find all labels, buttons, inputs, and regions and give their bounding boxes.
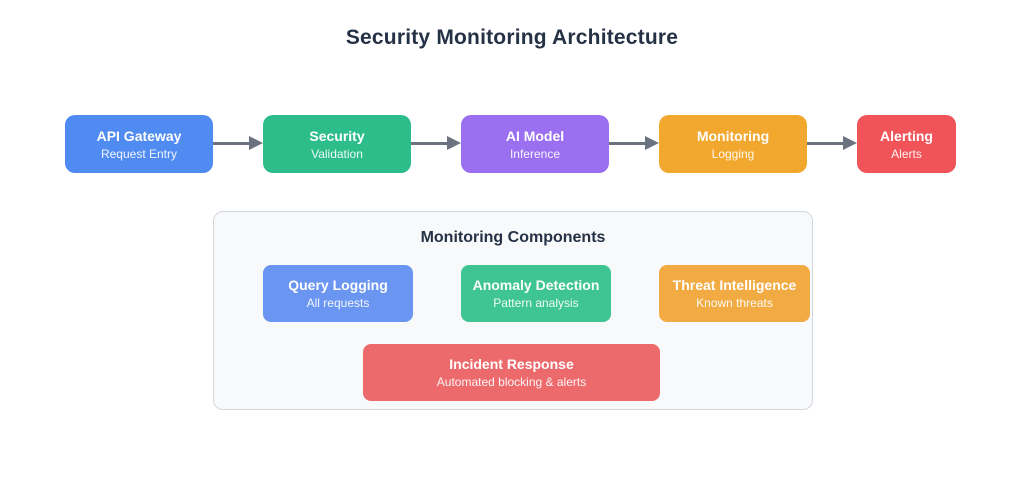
node-label: Security: [309, 127, 365, 144]
node-sublabel: All requests: [306, 296, 370, 310]
arrow-head: [843, 136, 857, 150]
node-sublabel: Logging: [711, 146, 755, 161]
flow-node-api-gateway: API Gateway Request Entry: [65, 115, 213, 173]
component-threat-intelligence: Threat Intelligence Known threats: [659, 265, 810, 322]
node-label: Incident Response: [449, 356, 574, 372]
node-sublabel: Inference: [509, 146, 561, 161]
flow-node-monitoring: Monitoring Logging: [659, 115, 807, 173]
flow-node-ai-model: AI Model Inference: [461, 115, 609, 173]
component-incident-response: Incident Response Automated blocking & a…: [363, 344, 660, 401]
monitoring-components-panel: Monitoring Components Query Logging All …: [213, 211, 813, 410]
node-sublabel: Request Entry: [100, 146, 178, 161]
arrow-head: [249, 136, 263, 150]
node-label: Anomaly Detection: [472, 277, 600, 293]
arrow-line: [411, 142, 449, 145]
arrow-head: [645, 136, 659, 150]
arrow-line: [807, 142, 845, 145]
node-sublabel: Known threats: [696, 296, 773, 310]
flow-node-alerting: Alerting Alerts: [857, 115, 956, 173]
panel-title: Monitoring Components: [420, 229, 606, 246]
arrow-line: [213, 142, 251, 145]
arrow-line: [609, 142, 647, 145]
node-label: AI Model: [505, 127, 565, 144]
node-sublabel: Validation: [311, 146, 363, 161]
node-label: Alerting: [880, 127, 933, 144]
node-sublabel: Automated blocking & alerts: [436, 375, 587, 389]
node-label: API Gateway: [96, 127, 182, 144]
node-sublabel: Alerts: [891, 146, 922, 161]
node-label: Query Logging: [288, 277, 388, 293]
component-anomaly-detection: Anomaly Detection Pattern analysis: [461, 265, 611, 322]
node-label: Monitoring: [696, 127, 770, 144]
diagram-title: Security Monitoring Architecture: [345, 26, 679, 49]
flow-node-security: Security Validation: [263, 115, 411, 173]
arrow-head: [447, 136, 461, 150]
node-label: Threat Intelligence: [672, 277, 797, 293]
component-query-logging: Query Logging All requests: [263, 265, 413, 322]
node-sublabel: Pattern analysis: [493, 296, 579, 310]
